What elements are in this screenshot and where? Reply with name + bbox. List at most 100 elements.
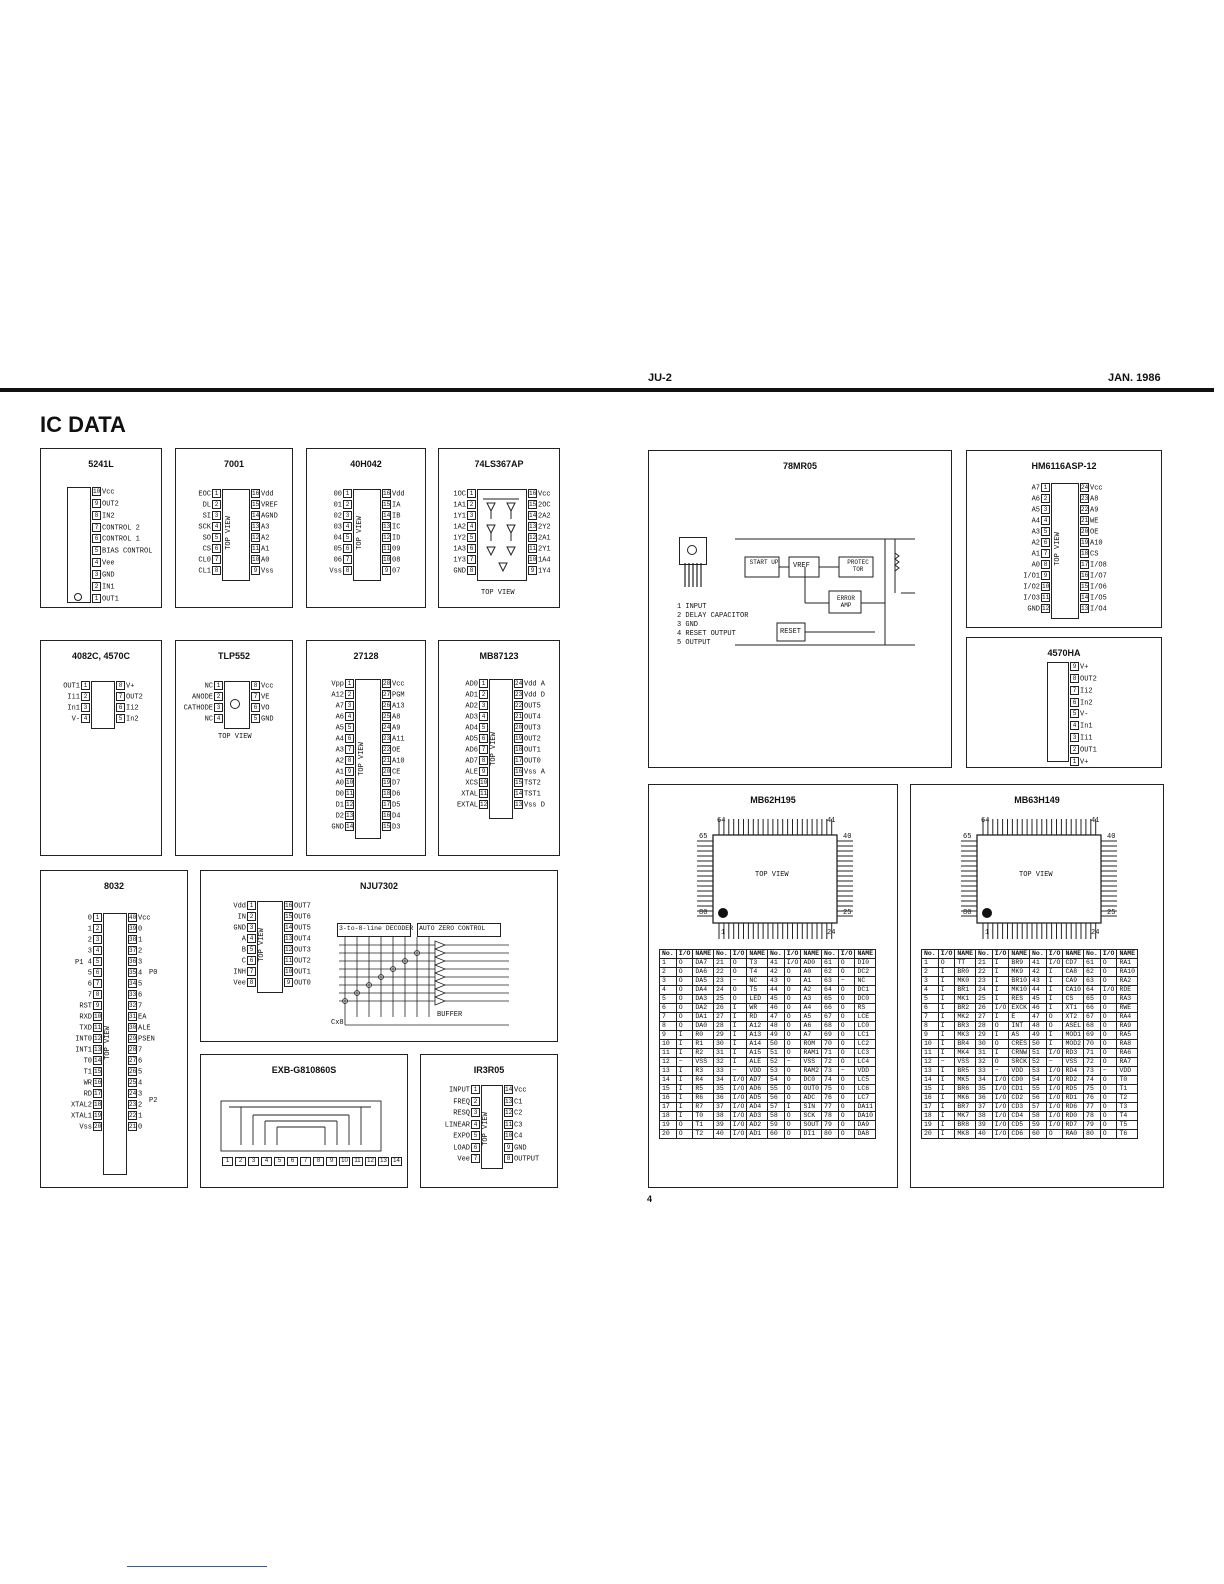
- table-cell: 21: [713, 958, 731, 968]
- top-view-label: TOP VIEW: [1053, 532, 1062, 566]
- pin-name: 5: [138, 980, 143, 989]
- dip-package: [355, 679, 381, 839]
- pin-name: ALE: [465, 768, 478, 777]
- table-cell: I/O: [1045, 1102, 1064, 1112]
- table-cell: 26: [713, 1003, 731, 1013]
- table-cell: 74: [1083, 1075, 1101, 1085]
- pin-number: 12: [1041, 604, 1050, 613]
- pin-number: 6: [479, 734, 488, 743]
- pin-name: AD6: [465, 746, 478, 755]
- pin-name: VO: [261, 704, 270, 713]
- table-cell: O: [675, 1012, 694, 1022]
- pin-number: 13: [514, 800, 523, 809]
- pin-name: 7: [138, 1046, 143, 1055]
- table-cell: A5: [800, 1012, 823, 1022]
- table-cell: BR6: [954, 1084, 977, 1094]
- table-cell: T4: [746, 967, 769, 977]
- table-cell: 63: [1083, 976, 1101, 986]
- pin-number: 16: [284, 901, 293, 910]
- pin-number: 5: [345, 723, 354, 732]
- pin-number: 15: [1080, 582, 1089, 591]
- table-cell: 18: [921, 1111, 939, 1121]
- pin-number: 5: [247, 945, 256, 954]
- pin-name: LOAD: [453, 1143, 470, 1152]
- autozero-block: [417, 923, 501, 937]
- sip-package: [67, 487, 91, 603]
- table-cell: INT: [1008, 1021, 1031, 1031]
- qfp-package: [961, 819, 1117, 939]
- pin-number: 16: [251, 489, 260, 498]
- pin-name: OUT3: [524, 724, 541, 733]
- pin-number: 9: [345, 767, 354, 776]
- table-cell: 42: [1029, 967, 1047, 977]
- table-cell: 12: [921, 1057, 939, 1067]
- table-cell: I/O: [729, 1111, 748, 1121]
- pin-number: 6: [212, 544, 221, 553]
- ic-mb62h195: MB62H195 TOP VIEW 64 41 65 40 80 25 1 24…: [648, 784, 898, 1188]
- pin-name: WR: [83, 1079, 92, 1088]
- pin-name: Vee: [457, 1155, 470, 1164]
- pin-number: 5: [274, 1157, 285, 1167]
- pin-name: 09: [392, 545, 401, 554]
- pin-name: Vcc: [514, 1086, 527, 1095]
- pin-name: Vcc: [102, 488, 115, 497]
- top-view-label: TOP VIEW: [257, 928, 266, 962]
- header-rule: [0, 388, 1214, 392]
- pin-name: GND: [102, 571, 115, 580]
- dip-package: [489, 679, 513, 819]
- pin-name: AGND: [261, 512, 278, 521]
- table-cell: O: [729, 994, 748, 1004]
- table-cell: 55: [767, 1084, 785, 1094]
- pin-name: OUTPUT: [514, 1155, 540, 1164]
- header-cell: I/O: [1099, 949, 1118, 959]
- table-cell: 11: [921, 1048, 939, 1058]
- pin-number: 9: [528, 566, 537, 575]
- doc-date: JAN. 1986: [1108, 372, 1161, 384]
- pin-marker: [74, 593, 82, 601]
- pin-number: 13: [382, 522, 391, 531]
- table-cell: 78: [1083, 1111, 1101, 1121]
- table-cell: 9: [921, 1030, 939, 1040]
- table-cell: O: [1045, 1012, 1064, 1022]
- pin-name: I/O2: [1023, 583, 1040, 592]
- table-cell: O: [837, 1129, 856, 1139]
- pin-name: AD5: [465, 735, 478, 744]
- table-cell: DC2: [854, 967, 877, 977]
- table-cell: I: [937, 1075, 956, 1085]
- pin-number: 1: [247, 901, 256, 910]
- table-cell: O: [1045, 1021, 1064, 1031]
- table-cell: O: [1099, 1003, 1118, 1013]
- table-cell: BR7: [954, 1102, 977, 1112]
- pin-number: 2: [1070, 744, 1079, 754]
- pin-name: In1: [1080, 722, 1093, 731]
- table-cell: O: [1099, 1021, 1118, 1031]
- pin-name: CL1: [198, 567, 211, 576]
- table-cell: 68: [821, 1021, 839, 1031]
- table-cell: ADC: [800, 1093, 823, 1103]
- pin-number: 23: [128, 1100, 137, 1109]
- pin-number: 9: [479, 767, 488, 776]
- header-cell: I/O: [783, 949, 802, 959]
- table-cell: O: [675, 1120, 694, 1130]
- table-cell: DC0: [854, 994, 877, 1004]
- pin-name: 08: [392, 556, 401, 565]
- table-cell: CD7: [1062, 958, 1085, 968]
